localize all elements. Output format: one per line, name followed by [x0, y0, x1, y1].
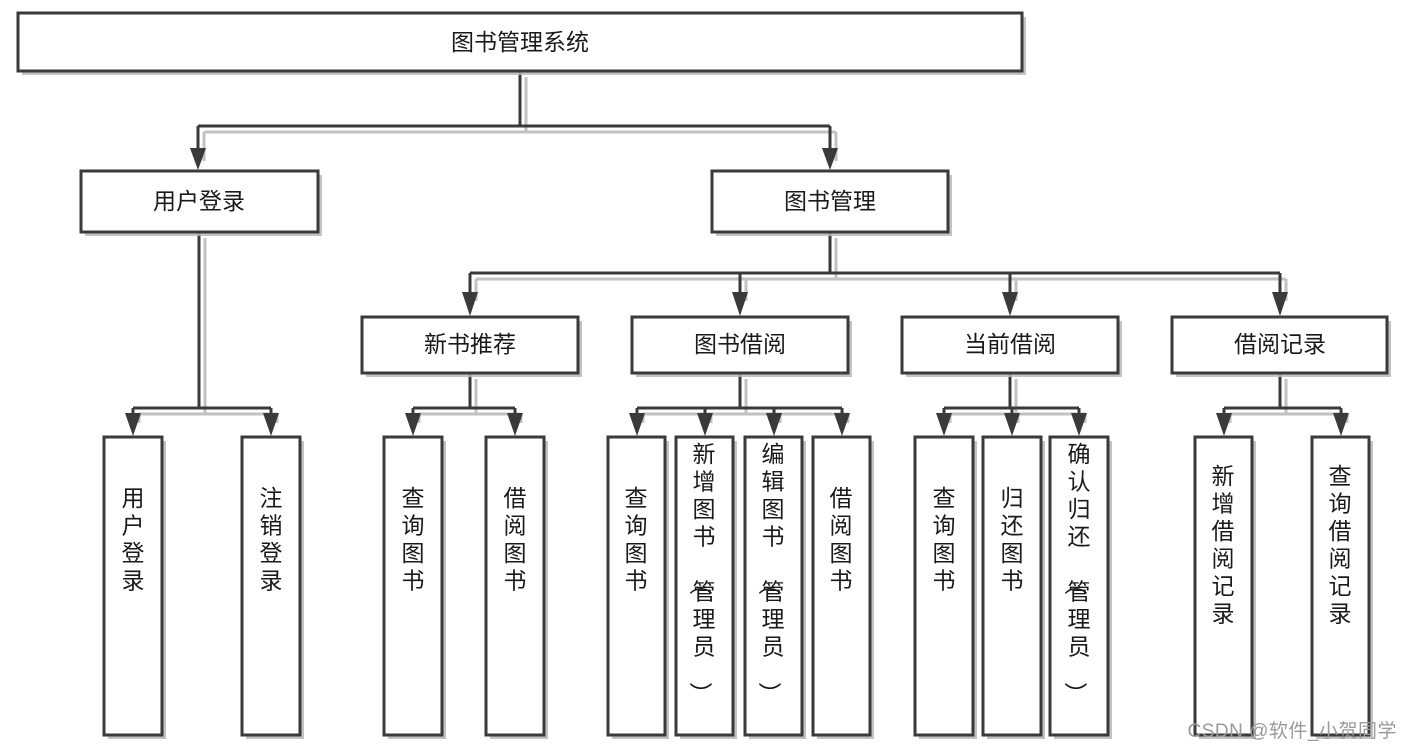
connector-bookborrow-to-leaves [629, 373, 850, 436]
arrow-to-leaf-user-login [125, 413, 141, 436]
node-leaf-borrow-book-label: 借阅图书 [830, 485, 853, 594]
arrow-to-leaf-query-record [1333, 413, 1349, 436]
node-leaf-query-book-rec[interactable]: 查询图书 [382, 435, 446, 739]
node-book-manage[interactable]: 图书管理 [710, 169, 952, 236]
node-leaf-user-logout[interactable]: 注销登录 [240, 435, 304, 739]
node-leaf-borrow-book-rec-label: 借阅图书 [504, 485, 527, 594]
arrow-to-leaf-borrow-book [834, 413, 850, 436]
node-leaf-add-record[interactable]: 新增借阅记录 [1193, 435, 1256, 739]
node-leaf-confirm-return[interactable]: 确认归还（管理员） [1048, 435, 1112, 739]
arrow-to-current-borrow [1002, 292, 1018, 316]
node-leaf-query-book-rec-label: 查询图书 [402, 485, 425, 594]
connector-borrowrecord-to-leaves [1216, 373, 1349, 436]
arrow-to-leaf-return-book [1004, 413, 1020, 436]
connector-userlogin-to-leaves [125, 232, 279, 436]
node-leaf-add-book-label: 新增图书（管理员） [688, 441, 716, 705]
node-current-borrow-label: 当前借阅 [964, 331, 1056, 357]
arrow-to-book-manage [822, 148, 838, 170]
connector-newbook-to-leaves [405, 373, 523, 436]
arrow-to-leaf-add-record [1216, 413, 1232, 436]
node-leaf-edit-book-label: 编辑图书（管理员） [757, 441, 785, 705]
leaf-layer: 用户登录 注销登录 查询图书 借阅图书 查询图书 [102, 435, 1373, 739]
arrow-to-leaf-borrow-book-rec [507, 413, 523, 436]
node-book-borrow[interactable]: 图书借阅 [630, 315, 852, 377]
node-leaf-edit-book[interactable]: 编辑图书（管理员） [743, 435, 806, 739]
connector-bookmanage-to-level3 [462, 232, 1288, 316]
connector-currentborrow-to-leaves [936, 373, 1087, 436]
node-leaf-query-book-borrow[interactable]: 查询图书 [606, 435, 669, 739]
connector-layer [125, 71, 1349, 436]
node-leaf-return-book-label: 归还图书 [1001, 485, 1024, 594]
node-leaf-query-book-borrow-label: 查询图书 [625, 485, 648, 594]
arrow-to-leaf-query-book-borrow [629, 413, 645, 436]
node-leaf-query-book-cur[interactable]: 查询图书 [913, 435, 977, 739]
arrow-to-leaf-edit-book [766, 413, 782, 436]
node-current-borrow[interactable]: 当前借阅 [900, 315, 1122, 377]
connector-root-to-level2 [190, 71, 838, 170]
node-leaf-borrow-book[interactable]: 借阅图书 [811, 435, 874, 739]
node-root[interactable]: 图书管理系统 [16, 11, 1026, 75]
node-user-login[interactable]: 用户登录 [79, 169, 322, 236]
node-borrow-record[interactable]: 借阅记录 [1170, 315, 1391, 377]
arrow-to-book-borrow [732, 292, 748, 316]
node-leaf-confirm-return-label: 确认归还（管理员） [1063, 441, 1091, 705]
arrow-to-leaf-user-logout [263, 413, 279, 436]
node-leaf-user-login-label: 用户登录 [122, 485, 145, 594]
node-leaf-return-book[interactable]: 归还图书 [981, 435, 1045, 739]
node-borrow-record-label: 借阅记录 [1234, 331, 1326, 357]
node-new-book-recommend-label: 新书推荐 [424, 331, 516, 357]
node-book-manage-label: 图书管理 [784, 188, 876, 214]
node-leaf-add-book[interactable]: 新增图书（管理员） [674, 435, 737, 739]
node-root-label: 图书管理系统 [451, 29, 589, 55]
node-user-login-label: 用户登录 [153, 188, 245, 214]
arrow-to-leaf-confirm-return [1071, 413, 1087, 436]
node-leaf-query-book-cur-label: 查询图书 [933, 485, 956, 594]
arrow-to-leaf-query-book-cur [936, 413, 952, 436]
node-leaf-add-record-label: 新增借阅记录 [1212, 463, 1235, 627]
arrow-to-borrow-record [1272, 292, 1288, 316]
arrow-to-new-book-recommend [462, 292, 478, 316]
arrow-to-user-login [190, 148, 206, 170]
arrow-to-leaf-query-book-rec [405, 413, 421, 436]
node-leaf-borrow-book-rec[interactable]: 借阅图书 [484, 435, 548, 739]
csdn-watermark: CSDN @软件_小贺同学 [1187, 721, 1397, 742]
node-book-borrow-label: 图书借阅 [694, 331, 786, 357]
node-leaf-query-record[interactable]: 查询借阅记录 [1310, 435, 1373, 739]
node-new-book-recommend[interactable]: 新书推荐 [360, 315, 582, 377]
node-leaf-user-login[interactable]: 用户登录 [102, 435, 166, 739]
node-leaf-user-logout-label: 注销登录 [260, 485, 283, 594]
node-leaf-query-record-label: 查询借阅记录 [1329, 463, 1352, 627]
arrow-to-leaf-add-book [697, 413, 713, 436]
